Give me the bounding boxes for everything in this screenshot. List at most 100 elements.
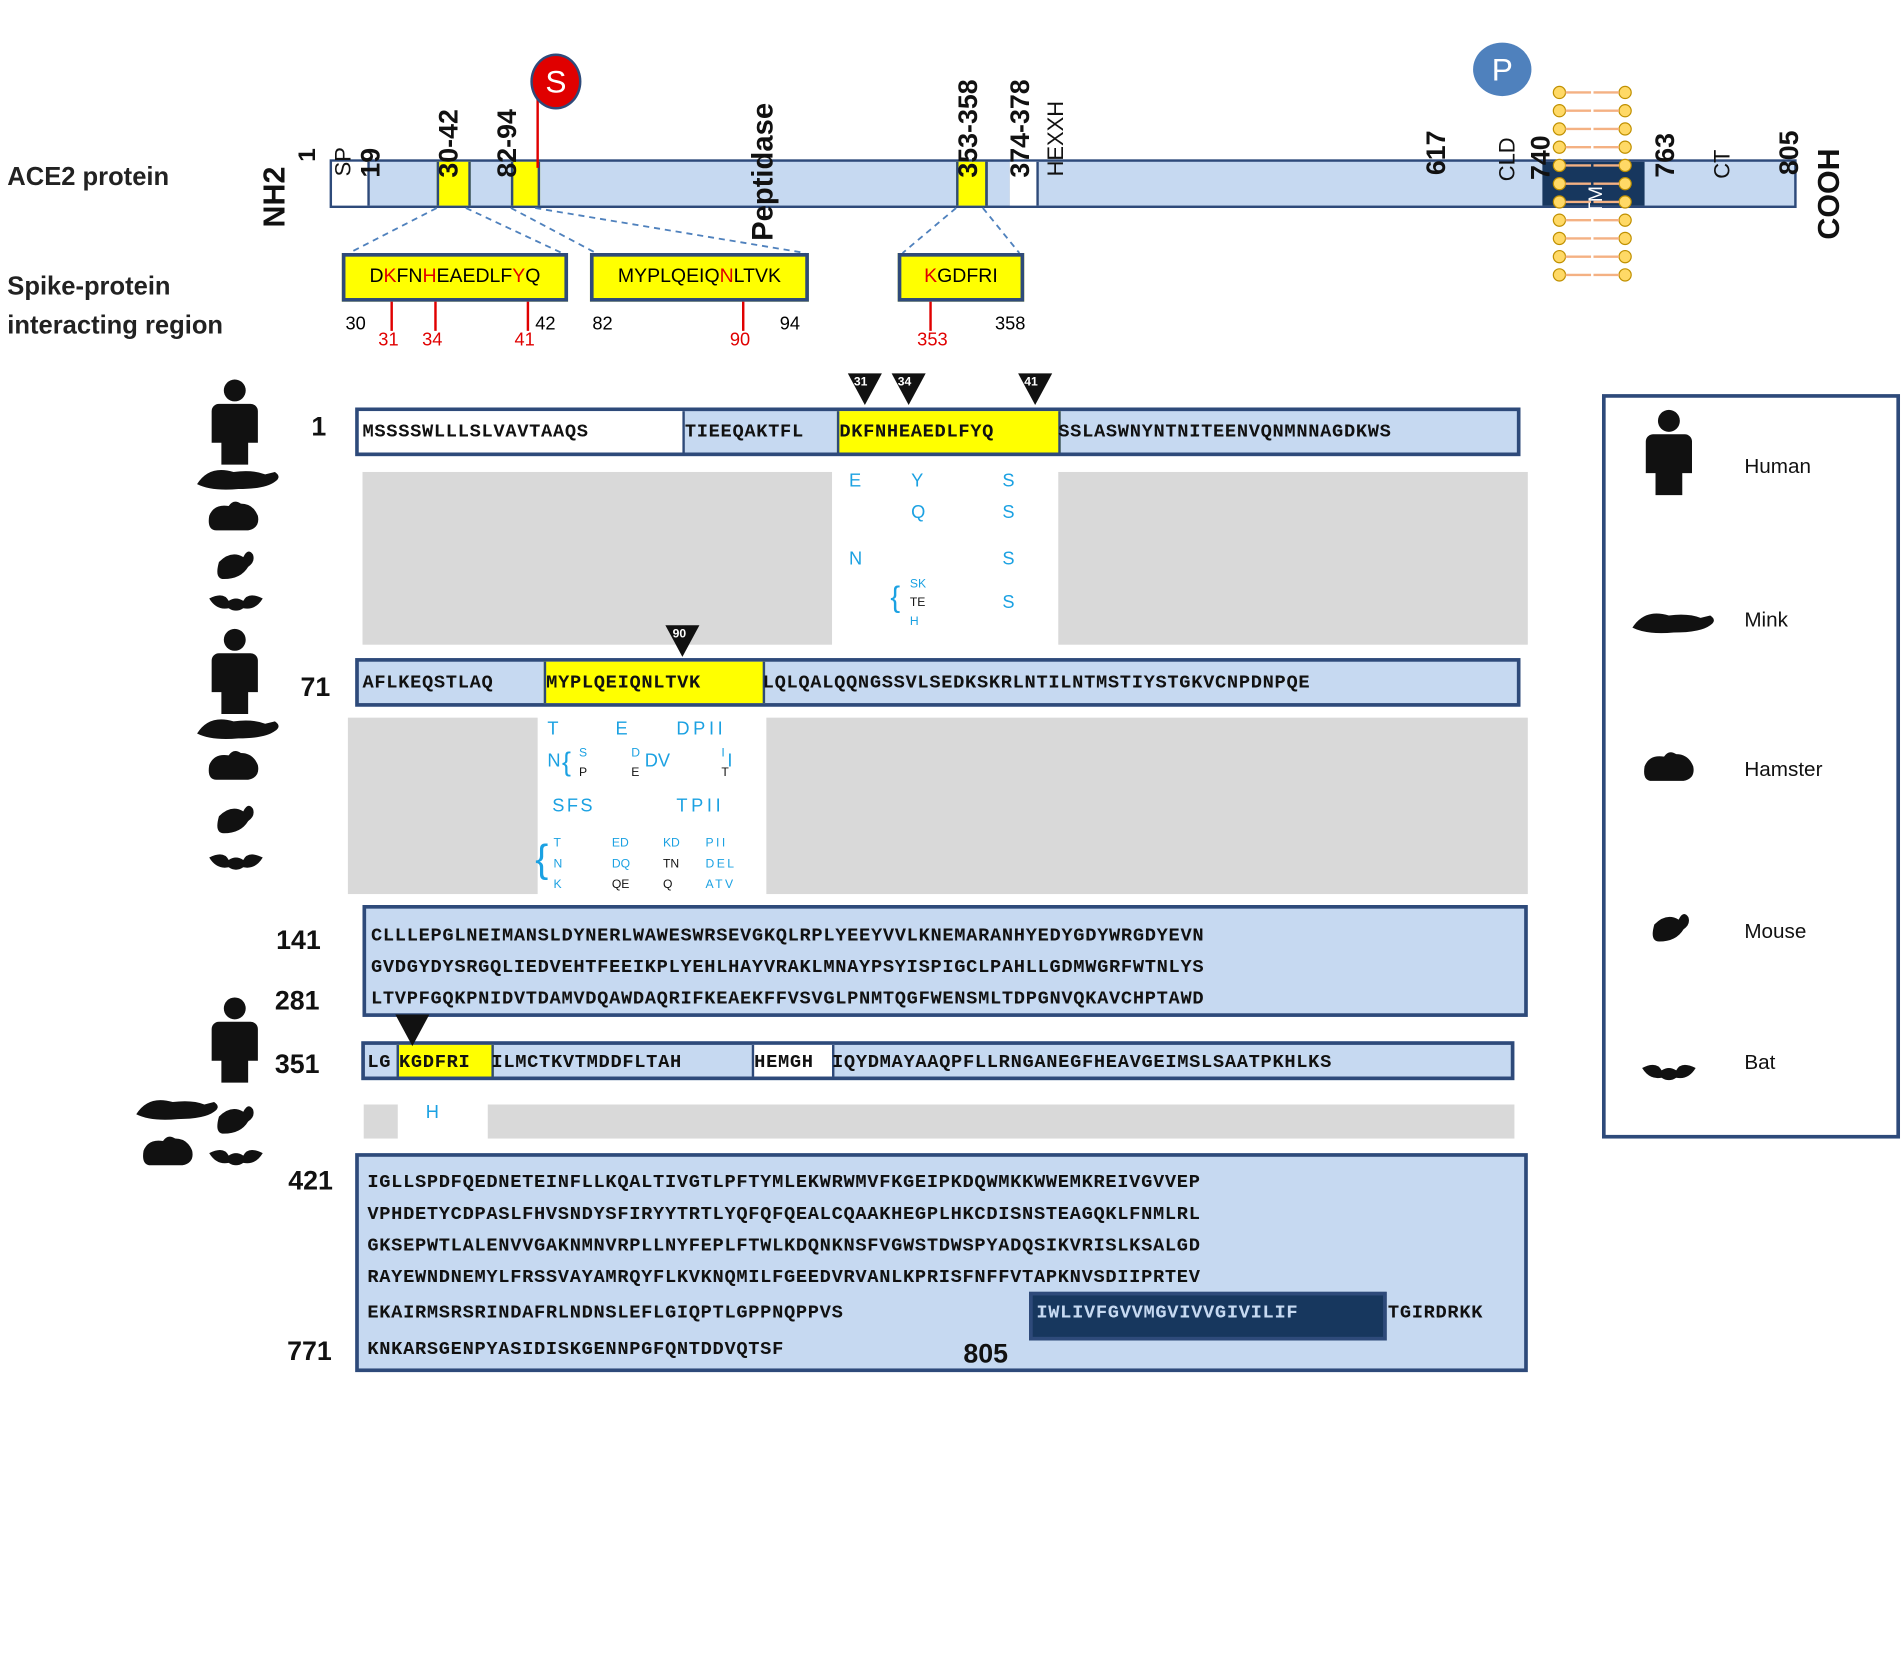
region-residue: Q <box>704 266 720 288</box>
region-residue: V <box>754 266 768 288</box>
region-residue: M <box>617 266 635 288</box>
region-82-94-segment <box>510 161 541 206</box>
variant: Y <box>911 470 924 492</box>
region3-end: 358 <box>995 313 1026 335</box>
region-residue: Y <box>512 266 526 288</box>
region-residue: T <box>743 266 755 288</box>
conserved-block-351a <box>363 1104 398 1139</box>
region-residue: Y <box>634 266 648 288</box>
seq-row-351-box <box>361 1041 1515 1081</box>
variant: N <box>547 750 561 772</box>
seq-tm-region: IWLIVFGVVMGVIVVGIVILIF <box>1036 1301 1299 1324</box>
row-number-351: 351 <box>274 1048 320 1079</box>
seq-row-351-c: IQYDMAYAAQPFLLRNGANEGFHEAVGEIMSLSAATPKHL… <box>832 1050 1332 1073</box>
region-30-42-segment <box>436 161 471 206</box>
seq-421-line5-b: TGIRDRKK <box>1387 1301 1484 1324</box>
row-number-71: 71 <box>300 671 331 702</box>
variant: I <box>721 746 725 761</box>
variant: TN <box>662 857 680 871</box>
variant: DQ <box>611 857 631 871</box>
region-residue: A <box>449 266 463 288</box>
row-number-1: 1 <box>311 411 327 442</box>
seq-141-line2: GVDGYDYSRGQLIEDVEHTFEEIKPLYEHLHAYVRAKLMN… <box>371 956 1205 978</box>
variant: N <box>553 857 563 871</box>
variant: TPII <box>676 795 725 817</box>
variant: T <box>721 766 729 780</box>
legend-hamster: Hamster <box>1744 757 1823 781</box>
variant: E <box>615 718 628 740</box>
seq-row-1-c: SSLASWNYNTNITEENVQNMNNAGDKWS <box>1058 420 1392 443</box>
position-marker-90 <box>665 625 700 657</box>
region-residue: N <box>719 266 734 288</box>
row-number-141: 141 <box>276 924 321 955</box>
variant: S <box>1002 470 1015 492</box>
region-box-82-94: MYPLQEIQNLTVK <box>589 253 809 302</box>
row-number-421: 421 <box>288 1165 333 1196</box>
mark-90: 90 <box>729 329 751 351</box>
row-number-805: 805 <box>963 1338 1009 1369</box>
phosphorylation-p-badge: P <box>1473 42 1532 97</box>
region-residue: F <box>396 266 409 288</box>
region-residue: Q <box>525 266 541 288</box>
conserved-block-351b <box>487 1104 1515 1139</box>
variant: N <box>849 548 863 570</box>
region1-end: 42 <box>535 313 556 335</box>
seq-row-1-b: TIEEQAKTFL <box>684 420 804 443</box>
region-residue: G <box>937 266 953 288</box>
variant: ATV <box>705 878 736 892</box>
conserved-block-71a <box>347 717 538 895</box>
variant: K <box>553 878 562 892</box>
seq-row-351-hexxh: HEMGH <box>754 1050 814 1073</box>
region-residue: L <box>660 266 671 288</box>
seq-row-351-highlight: KGDFRI <box>398 1050 471 1073</box>
region-residue: R <box>978 266 993 288</box>
region-box-30-42: DKFNHEAEDLFYQ <box>341 253 569 302</box>
position-markers-row1 <box>847 373 1053 406</box>
region-residue: K <box>924 266 938 288</box>
variant: S <box>1002 592 1015 614</box>
variant: Q <box>662 878 673 892</box>
marker-41: 41 <box>1024 375 1038 390</box>
region-residue: I <box>699 266 705 288</box>
region-residue: I <box>992 266 998 288</box>
legend-icons <box>1632 409 1714 1081</box>
variant: T <box>553 836 561 851</box>
seq-421-line3: GKSEPWTLALENVVGAKNMNVRPLLNYFEPLFTWLKDQNK… <box>367 1234 1201 1257</box>
region-residue: L <box>733 266 744 288</box>
signal-peptide-segment <box>332 161 370 206</box>
region-residue: F <box>966 266 979 288</box>
variant: DV <box>644 750 671 772</box>
region-residue: E <box>436 266 450 288</box>
marker-34: 34 <box>897 375 912 390</box>
region-residue: K <box>383 266 397 288</box>
variant: QE <box>611 878 630 892</box>
mark-353: 353 <box>917 329 948 351</box>
region-residue: H <box>422 266 437 288</box>
marker-31: 31 <box>853 375 868 390</box>
protein-label: ACE2 protein <box>7 162 170 191</box>
seq-421-line1: IGLLSPDFQEDNETEINFLLKQALTIVGTLPFTYMLEKWR… <box>367 1171 1201 1194</box>
seq-row-71-b: LQLQALQQNGSSVLSEDKSKRLNTILNTMSTIYSTGKVCN… <box>762 671 1311 694</box>
variant: S <box>1002 548 1015 570</box>
variant: I <box>727 750 733 772</box>
seq-771-line: KNKARSGENPYASIDISKGENNPGFQNTDDVQTSF <box>367 1338 784 1360</box>
variant: S <box>579 746 588 761</box>
region-residue: D <box>952 266 967 288</box>
legend-mink: Mink <box>1744 608 1788 632</box>
spike-label-line1: Spike-protein <box>7 272 171 301</box>
variant-brace: { <box>561 746 571 778</box>
variant: DPII <box>676 718 727 740</box>
variant-brace: { <box>890 581 901 615</box>
seq-421-line2: VPHDETYCDPASLFHVSNDYSFIRYYTRTLYQFQFQEALC… <box>367 1203 1201 1225</box>
region2-end: 94 <box>779 313 801 335</box>
mark-41: 41 <box>514 329 535 351</box>
position-marker-353 <box>395 1014 430 1047</box>
region-residue: K <box>767 266 781 288</box>
region-residue: L <box>489 266 501 288</box>
row-number-771: 771 <box>287 1335 332 1367</box>
seq-row-1-highlight: DKFNHEAEDLFYQ <box>839 420 995 443</box>
variant: ED <box>611 836 629 851</box>
mark-34: 34 <box>422 329 443 351</box>
seq-row-351-a: LG <box>367 1050 392 1073</box>
seq-421-line5-a: EKAIRMSRSRINDAFRLNDNSLEFLGIQPTLGPPNQPPVS <box>367 1301 844 1324</box>
